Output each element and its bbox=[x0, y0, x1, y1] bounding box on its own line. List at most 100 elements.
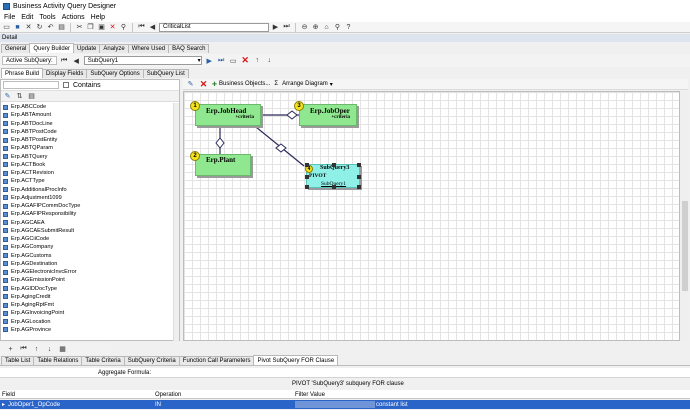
list-item[interactable]: Erp.ACTType bbox=[1, 177, 179, 185]
list-item[interactable]: Erp.AGCustoms bbox=[1, 252, 179, 260]
resize-handle[interactable] bbox=[332, 185, 336, 189]
tab-subquery-list[interactable]: SubQuery List bbox=[142, 69, 189, 78]
join-diamond-icon[interactable] bbox=[215, 137, 225, 149]
help-icon[interactable]: ? bbox=[346, 23, 351, 31]
business-objects-button[interactable]: ✚ Business Objects... bbox=[212, 81, 270, 88]
table-joboper[interactable]: 3 Erp.JobOper +criteria bbox=[294, 101, 357, 126]
row-field[interactable]: JobOper1_OpCode bbox=[8, 401, 61, 408]
back-icon[interactable]: ⊖ bbox=[301, 24, 308, 31]
first-icon[interactable]: ⏮ bbox=[20, 345, 27, 352]
pencil-icon[interactable]: ✎ bbox=[4, 93, 11, 100]
last-subquery-icon[interactable]: ⏭ bbox=[218, 56, 225, 64]
record-combo[interactable]: CriticalList bbox=[159, 22, 269, 32]
list-item[interactable]: Erp.AgingRptFmt bbox=[1, 301, 179, 309]
new-subquery-icon[interactable]: ▭ bbox=[229, 57, 237, 65]
criteria-row[interactable]: ▸ JobOper1_OpCode IN constant list bbox=[0, 400, 690, 409]
tab-table-criteria[interactable]: Table Criteria bbox=[81, 356, 125, 365]
list-item[interactable]: Erp.ABCCode bbox=[1, 103, 179, 111]
list-item[interactable]: Erp.AGAFIPCommDocType bbox=[1, 202, 179, 210]
add-icon[interactable]: + bbox=[8, 345, 13, 353]
next-icon[interactable]: ▶ bbox=[206, 57, 212, 65]
forward-icon[interactable]: ⊕ bbox=[312, 24, 319, 31]
list-item[interactable]: Erp.ABTDocLine bbox=[1, 120, 179, 128]
list-item[interactable]: Erp.ABTQuery bbox=[1, 153, 179, 161]
aggregate-formula-input[interactable] bbox=[159, 368, 630, 377]
list-item[interactable]: Erp.ACTRevision bbox=[1, 169, 179, 177]
refresh-icon[interactable]: ↻ bbox=[36, 24, 43, 31]
menu-actions[interactable]: Actions bbox=[61, 13, 85, 21]
undo-icon[interactable]: ↶ bbox=[47, 24, 54, 31]
menu-help[interactable]: Help bbox=[90, 13, 106, 21]
down-icon[interactable]: ↓ bbox=[47, 345, 52, 353]
link-icon[interactable]: ✎ bbox=[187, 81, 194, 88]
list-item[interactable]: Erp.AGCAESubmitResult bbox=[1, 227, 179, 235]
view-icon[interactable]: ▤ bbox=[28, 93, 35, 100]
up-icon[interactable]: ↑ bbox=[34, 345, 39, 353]
sum-button[interactable]: Σ bbox=[274, 81, 279, 87]
join-diamond-icon[interactable] bbox=[286, 110, 298, 120]
tab-table-list[interactable]: Table List bbox=[1, 356, 35, 365]
tab-baq-search[interactable]: BAQ Search bbox=[168, 44, 210, 53]
sort-icon[interactable]: ⇅ bbox=[16, 93, 23, 100]
table-list-scrollbar[interactable] bbox=[173, 103, 179, 341]
tab-subquery-criteria[interactable]: SubQuery Criteria bbox=[123, 356, 180, 365]
tab-pivot-for-clause[interactable]: Pivot SubQuery FOR Clause bbox=[253, 355, 339, 365]
resize-handle[interactable] bbox=[357, 163, 361, 167]
prev-subquery-icon[interactable]: ⏮ bbox=[61, 56, 68, 64]
new-icon[interactable]: ▭ bbox=[3, 24, 10, 31]
cut-icon[interactable]: ✂ bbox=[76, 24, 83, 31]
list-item[interactable]: Erp.Adjustment1099 bbox=[1, 194, 179, 202]
row-operation[interactable]: IN bbox=[155, 401, 161, 408]
list-item[interactable]: Erp.AGInvoicingPoint bbox=[1, 309, 179, 317]
tab-function-call-parameters[interactable]: Function Call Parameters bbox=[178, 356, 255, 365]
join-diamond-icon[interactable] bbox=[275, 143, 287, 153]
copy-icon[interactable]: ❐ bbox=[87, 24, 94, 31]
search-icon[interactable]: ⚲ bbox=[334, 24, 341, 31]
list-item[interactable]: Erp.AgingCredit bbox=[1, 293, 179, 301]
tab-phrase-build[interactable]: Phrase Build bbox=[1, 68, 44, 78]
subquery-link[interactable]: SubQuery1 bbox=[321, 181, 347, 187]
menu-file[interactable]: File bbox=[4, 13, 16, 21]
menu-tools[interactable]: Tools bbox=[39, 13, 56, 21]
clear-icon[interactable]: ✕ bbox=[109, 24, 116, 31]
resize-handle[interactable] bbox=[305, 163, 309, 167]
header-operation[interactable]: Operation bbox=[155, 391, 182, 398]
list-item[interactable]: Erp.ABTPostEntity bbox=[1, 136, 179, 144]
list-item[interactable]: Erp.AdditionalProcInfo bbox=[1, 186, 179, 194]
list-item[interactable]: Erp.ABTQParam bbox=[1, 144, 179, 152]
list-item[interactable]: Erp.AGLocation bbox=[1, 318, 179, 326]
home-icon[interactable]: ⌂ bbox=[324, 23, 329, 31]
resize-handle[interactable] bbox=[332, 163, 336, 167]
list-item[interactable]: Erp.AGProvince bbox=[1, 326, 179, 334]
table-search-input[interactable] bbox=[3, 81, 59, 89]
list-item[interactable]: Erp.AGDestination bbox=[1, 260, 179, 268]
grid-options-icon[interactable]: ▦ bbox=[59, 346, 66, 353]
resize-handle[interactable] bbox=[357, 175, 361, 179]
list-item[interactable]: Erp.AGCompany bbox=[1, 243, 179, 251]
tab-analyze[interactable]: Analyze bbox=[99, 44, 129, 53]
resize-handle[interactable] bbox=[305, 175, 309, 179]
move-down-icon[interactable]: ↓ bbox=[267, 57, 271, 64]
move-up-icon[interactable]: ↑ bbox=[255, 57, 259, 64]
print-icon[interactable]: ▤ bbox=[58, 24, 65, 31]
list-item[interactable]: Erp.ABTAmount bbox=[1, 111, 179, 119]
save-icon[interactable]: ■ bbox=[15, 23, 20, 31]
list-item[interactable]: Erp.AGElectronicInvcError bbox=[1, 268, 179, 276]
resize-handle[interactable] bbox=[357, 185, 361, 189]
menu-edit[interactable]: Edit bbox=[21, 13, 34, 21]
prev-record-icon[interactable]: ◀ bbox=[149, 24, 156, 31]
diagram-canvas[interactable]: 1 Erp.JobHead +criteria 2 Erp.Plant 3 Er… bbox=[183, 91, 680, 341]
list-item[interactable]: Erp.ACTBook bbox=[1, 161, 179, 169]
table-plant[interactable]: 2 Erp.Plant bbox=[190, 151, 251, 176]
paste-icon[interactable]: ▣ bbox=[98, 24, 105, 31]
active-subquery-select[interactable]: SubQuery1 ▾ bbox=[83, 56, 202, 65]
tab-subquery-options[interactable]: SubQuery Options bbox=[86, 69, 144, 78]
tab-general[interactable]: General bbox=[1, 44, 31, 53]
tab-query-builder[interactable]: Query Builder bbox=[29, 43, 75, 53]
next-record-icon[interactable]: ▶ bbox=[272, 24, 279, 31]
list-item[interactable]: Erp.AGIDDocType bbox=[1, 285, 179, 293]
list-item[interactable]: Erp.AGAFIPResponsibility bbox=[1, 210, 179, 218]
header-filter-value[interactable]: Filter Value bbox=[295, 391, 325, 398]
tab-where-used[interactable]: Where Used bbox=[127, 44, 170, 53]
canvas-scrollbar[interactable] bbox=[681, 91, 689, 341]
